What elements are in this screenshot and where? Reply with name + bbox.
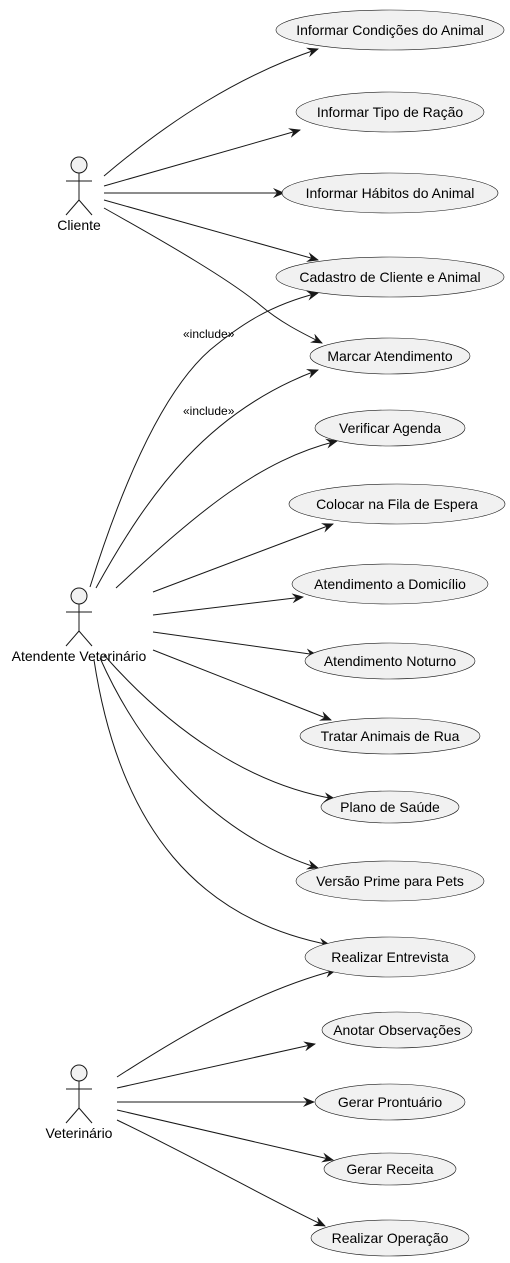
actor-leg-left [65,1107,80,1124]
edge-atendente-domicilio [152,593,304,616]
use-case-domicilio[interactable]: Atendimento a Domicílio [291,563,489,605]
use-case-ellipse [323,1152,457,1186]
use-case-label: Verificar Agenda [339,420,441,436]
use-case-noturno[interactable]: Atendimento Noturno [304,642,476,680]
use-case-label: Gerar Prontuário [338,1094,442,1110]
actor-head [70,1064,88,1082]
use-case-receita[interactable]: Gerar Receita [323,1152,457,1186]
use-case-animais-rua[interactable]: Tratar Animais de Rua [299,717,481,755]
use-case-ellipse [295,860,485,902]
edge-cliente-cadastro [103,199,319,262]
use-case-ellipse [320,790,460,824]
edge-atendente-animais-rua [152,649,332,721]
edge-cliente-marcar-atendimento [103,207,323,344]
use-case-label: Informar Tipo de Ração [317,104,464,120]
use-case-ellipse [299,717,481,755]
edge-atendente-plano-saude [103,654,336,803]
use-case-operacao[interactable]: Realizar Operação [310,1219,470,1257]
use-case-ellipse [314,1083,466,1121]
actor-label: Atendente Veterinário [12,648,147,664]
use-case-label: Marcar Atendimento [327,348,452,364]
actor-label: Cliente [57,217,101,233]
use-case-ellipse [304,642,476,680]
use-case-label: Cadastro de Cliente e Animal [299,269,480,285]
actor-head [70,587,88,605]
actor-leg-left [65,630,80,647]
edge-cliente-informar-racao [103,128,301,187]
actor-leg-right [78,630,93,647]
use-case-label: Atendimento Noturno [324,653,457,669]
actor-label: Veterinário [46,1125,113,1141]
edge-atendente-fila-espera [152,523,334,593]
use-case-label: Plano de Saúde [340,799,440,815]
use-case-ellipse [288,483,506,525]
include-label: «include» [183,327,235,341]
use-case-informar-condicoes[interactable]: Informar Condições do Animal [275,9,505,51]
edge-veterinario-receita [116,1109,334,1163]
use-case-label: Atendimento a Domicílio [314,576,466,592]
use-case-ellipse [275,256,505,298]
use-case-ellipse [304,936,476,978]
use-case-label: Versão Prime para Pets [316,873,464,889]
use-case-informar-habitos[interactable]: Informar Hábitos do Animal [281,172,499,214]
use-case-ellipse [281,172,499,214]
use-case-entrevista[interactable]: Realizar Entrevista [304,936,476,978]
use-case-label: Realizar Entrevista [331,949,449,965]
use-case-ellipse [295,91,485,133]
use-case-label: Anotar Observações [333,1022,461,1038]
use-case-label: Realizar Operação [332,1230,449,1246]
edge-atendente-entrevista [93,659,331,948]
actor-head [70,156,88,174]
use-case-cadastro[interactable]: Cadastro de Cliente e Animal [275,256,505,298]
edge-veterinario-observacoes [116,1041,316,1089]
edge-atendente-verificar-agenda [115,438,338,589]
actor-leg-right [78,199,93,216]
include-label: «include» [183,404,235,418]
edge-atendente-noturno [152,631,318,659]
edge-include-marcar [95,369,319,589]
use-case-ellipse [275,9,505,51]
edge-veterinario-entrevista [116,967,337,1078]
use-case-informar-racao[interactable]: Informar Tipo de Ração [295,91,485,133]
edges [89,47,338,1227]
actor-veterinario[interactable]: Veterinário [46,1064,113,1141]
use-case-ellipse [291,563,489,605]
use-case-label: Informar Hábitos do Animal [306,185,475,201]
use-case-versao-prime[interactable]: Versão Prime para Pets [295,860,485,902]
edge-include-cadastro [89,290,319,588]
actor-cliente[interactable]: Cliente [57,156,101,233]
use-case-fila-espera[interactable]: Colocar na Fila de Espera [288,483,506,525]
edge-veterinario-operacao [116,1119,326,1227]
use-case-label: Gerar Receita [346,1161,433,1177]
use-case-ellipse [310,1219,470,1257]
use-case-verificar-agenda[interactable]: Verificar Agenda [314,409,466,447]
use-case-plano-saude[interactable]: Plano de Saúde [320,790,460,824]
use-case-label: Tratar Animais de Rua [321,728,460,744]
actor-leg-left [65,199,80,216]
use-case-ellipse [321,1011,473,1049]
use-case-ellipse [309,337,471,375]
use-case-marcar-atendimento[interactable]: Marcar Atendimento [309,337,471,375]
use-case-label: Informar Condições do Animal [296,22,484,38]
edge-atendente-versao-prime [99,657,319,870]
use-case-observacoes[interactable]: Anotar Observações [321,1011,473,1049]
use-case-prontuario[interactable]: Gerar Prontuário [314,1083,466,1121]
edge-cliente-informar-condicoes [103,47,319,177]
use-case-ellipse [314,409,466,447]
actor-leg-right [78,1107,93,1124]
use-case-label: Colocar na Fila de Espera [316,496,478,512]
actor-atendente-veterinario[interactable]: Atendente Veterinário [12,587,147,664]
